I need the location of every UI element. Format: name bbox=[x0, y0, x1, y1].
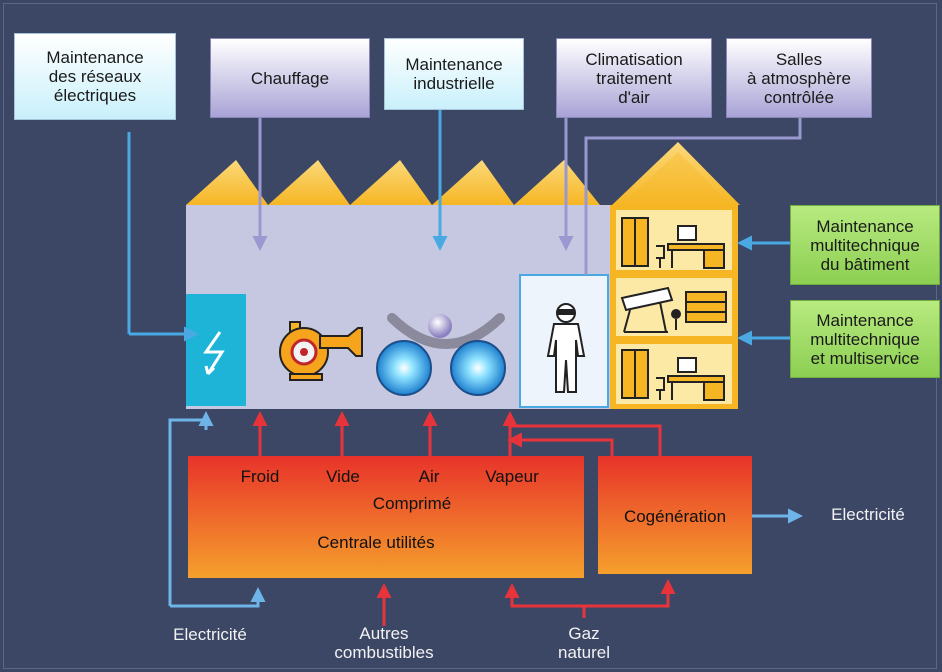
cabinet-icon bbox=[621, 217, 649, 267]
box-maintenance-reseaux: Maintenance des réseaux électriques bbox=[14, 33, 176, 120]
arrow-electricite-in-1 bbox=[168, 418, 206, 606]
box-chauffage: Chauffage bbox=[210, 38, 370, 118]
cleanroom-suit-icon bbox=[519, 274, 609, 408]
desk-computer-icon-2 bbox=[656, 357, 725, 401]
cogeneration-box bbox=[598, 456, 752, 574]
factory-roof bbox=[186, 142, 740, 205]
cabinet-icon-2 bbox=[621, 349, 649, 399]
arrow-gaz-1 bbox=[504, 583, 586, 618]
label-autres-combustibles: Autres combustibles bbox=[334, 624, 434, 662]
arrow-electricite-in-2 bbox=[170, 587, 266, 608]
label-electricite-in: Electricité bbox=[173, 625, 247, 644]
box-maintenance-multiservice: Maintenance multitechnique et multiservi… bbox=[790, 300, 940, 378]
arrow-gaz-2 bbox=[584, 579, 676, 608]
label-vapeur: Vapeur bbox=[485, 467, 539, 486]
lightning-icon bbox=[186, 294, 246, 406]
label-centrale-utilites: Centrale utilités bbox=[317, 533, 435, 552]
desk-computer-icon bbox=[656, 225, 725, 269]
label-electricite-out: Electricité bbox=[831, 505, 905, 524]
label-gaz-naturel: Gaz naturel bbox=[558, 624, 610, 662]
drafting-table-icon bbox=[620, 286, 674, 333]
label-comprime: Comprimé bbox=[372, 494, 452, 513]
arrow-cogen-to-factory bbox=[507, 432, 614, 456]
box-salles: Salles à atmosphère contrôlée bbox=[726, 38, 872, 118]
blower-icon bbox=[279, 321, 363, 381]
label-air: Air bbox=[418, 467, 440, 486]
label-cogeneration: Cogénération bbox=[623, 507, 727, 526]
box-climatisation: Climatisation traitement d'air bbox=[556, 38, 712, 118]
box-maintenance-industrielle: Maintenance industrielle bbox=[384, 38, 524, 110]
rollers-icon bbox=[376, 313, 506, 396]
arrow-cogen-top bbox=[510, 424, 662, 456]
label-vide: Vide bbox=[326, 467, 360, 486]
box-maintenance-batiment: Maintenance multitechnique du bâtiment bbox=[790, 205, 940, 285]
label-froid: Froid bbox=[240, 467, 280, 486]
desk-cabinet-icon bbox=[671, 291, 727, 330]
utility-plant-box bbox=[188, 456, 584, 578]
arrow-salles bbox=[584, 118, 802, 275]
